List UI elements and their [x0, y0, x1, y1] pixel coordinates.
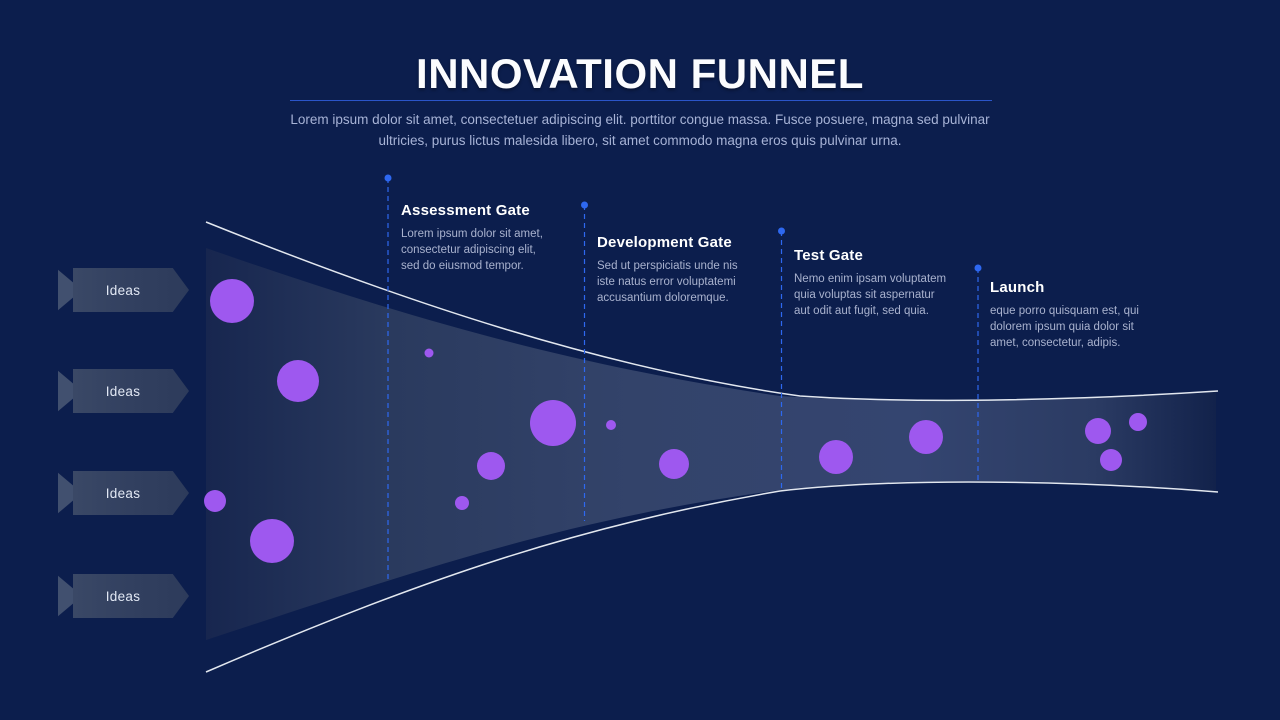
gate-dot-assessment: [384, 174, 392, 182]
funnel-bubble: [819, 440, 853, 474]
funnel-body: [206, 248, 1216, 640]
funnel-bubble: [477, 452, 505, 480]
gate-label-test: Test Gate Nemo enim ipsam voluptatem qui…: [794, 247, 979, 319]
funnel-bubble: [606, 420, 616, 430]
gate-title: Assessment Gate: [401, 202, 530, 219]
gate-title: Development Gate: [597, 234, 732, 251]
funnel-bubble: [250, 519, 294, 563]
funnel-bubble: [455, 496, 469, 510]
funnel-bubble: [1129, 413, 1147, 431]
gate-dot-development: [581, 201, 588, 209]
title-underline: [290, 100, 992, 101]
funnel-bubble: [659, 449, 689, 479]
idea-tag-ribbon: [73, 471, 189, 515]
idea-tag-label: Ideas: [105, 485, 141, 501]
idea-tag-label: Ideas: [105, 588, 141, 604]
page-title: INNOVATION FUNNEL: [416, 50, 864, 97]
gate-description: Nemo enim ipsam voluptatem quia voluptas…: [794, 273, 947, 317]
funnel-bubble: [424, 348, 434, 358]
idea-tag-label: Ideas: [105, 282, 141, 298]
gate-label-assessment: Assessment Gate Lorem ipsum dolor sit am…: [401, 202, 586, 274]
gate-title: Test Gate: [794, 247, 864, 264]
idea-bubbles: [204, 279, 1147, 563]
funnel-bubble: [277, 360, 319, 402]
gate-markers: [387, 178, 979, 580]
idea-tag: Ideas: [58, 471, 189, 515]
gate-description: eque porro quisquam est, qui dolorem ips…: [990, 305, 1139, 349]
idea-tag-ribbon: [73, 268, 189, 312]
idea-tag-label: Ideas: [105, 383, 141, 399]
idea-tag: Ideas: [58, 369, 189, 413]
idea-tag: Ideas: [58, 574, 189, 618]
gate-description: Sed ut perspiciatis unde nis iste natus …: [597, 260, 738, 304]
idea-tag: Ideas: [58, 268, 189, 312]
funnel-bubble: [1100, 449, 1122, 471]
gate-dot-launch: [974, 264, 982, 272]
gate-dot-test: [778, 227, 785, 235]
funnel-bubble: [1085, 418, 1111, 444]
subtitle: Lorem ipsum dolor sit amet, consectetuer…: [290, 112, 990, 148]
funnel-bubble: [530, 400, 576, 446]
funnel-bubble: [204, 490, 226, 512]
idea-tag-ribbon: [73, 369, 189, 413]
gate-label-launch: Launch eque porro quisquam est, qui dolo…: [990, 279, 1175, 351]
funnel-bottom-outline: [205, 481, 1219, 673]
gate-marker-dots: [384, 174, 982, 272]
gate-description: Lorem ipsum dolor sit amet, consectetur …: [401, 228, 543, 272]
funnel-top-outline: [205, 221, 1219, 402]
gate-title: Launch: [990, 279, 1045, 296]
funnel-bubble: [210, 279, 254, 323]
gate-label-development: Development Gate Sed ut perspiciatis und…: [597, 234, 782, 306]
idea-tag-ribbon: [73, 574, 189, 618]
funnel-bubble: [909, 420, 943, 454]
